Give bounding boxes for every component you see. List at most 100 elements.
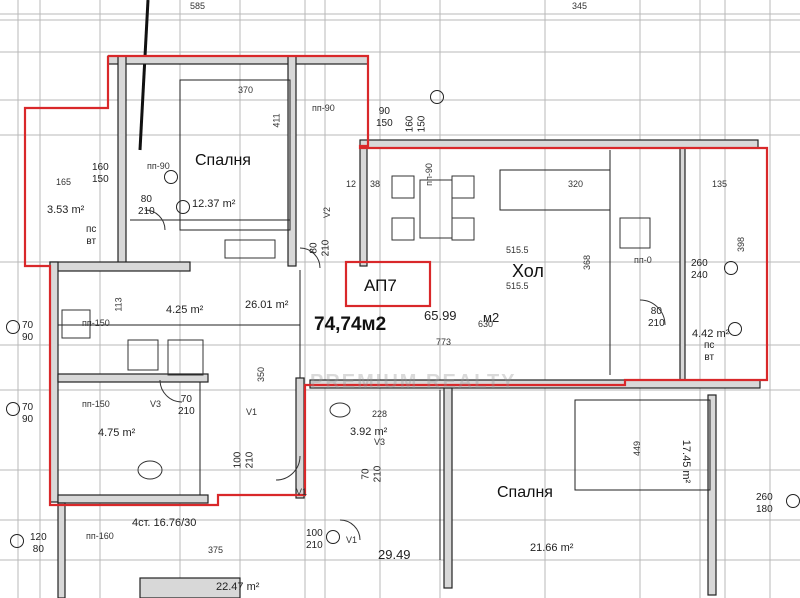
note-vt: вт xyxy=(86,236,97,247)
apartment-living-area: 65.99 xyxy=(424,308,457,323)
room-name-bedroom-top: Спалня xyxy=(195,152,251,169)
dim-630: 630 xyxy=(478,319,494,329)
door-swings xyxy=(144,209,666,541)
furniture xyxy=(61,175,651,480)
opening-height: 210 xyxy=(138,206,155,217)
dim-449: 449 xyxy=(632,440,643,457)
reference-circle xyxy=(786,494,800,508)
reference-circle xyxy=(724,261,738,275)
note-pc: пс xyxy=(704,340,715,351)
opening-height: 210 xyxy=(306,540,323,551)
note-vt: вт xyxy=(704,352,715,363)
note-pp150-a: пп-150 xyxy=(82,318,110,328)
reference-circle xyxy=(6,402,20,416)
opening-width: 80 xyxy=(140,194,152,205)
mark-v2: V2 xyxy=(322,206,333,219)
reference-circle xyxy=(326,530,340,544)
opening-height: 240 xyxy=(691,270,708,281)
area-bath: 4.75 m² xyxy=(98,427,136,439)
dim-345: 345 xyxy=(572,1,588,11)
dim-320: 320 xyxy=(568,179,584,189)
area-terrace-right: 4.42 m² xyxy=(692,328,730,340)
opening-height: 210 xyxy=(372,465,384,483)
mark-v1c: V1 xyxy=(346,535,358,545)
opening-height: 80 xyxy=(32,544,44,555)
opening-width: 160 xyxy=(404,115,416,133)
opening-width: 90 xyxy=(378,106,390,117)
note-pp90-b: пп-90 xyxy=(312,103,335,113)
note-pp90-a: пп-90 xyxy=(147,161,170,171)
dim-411: 411 xyxy=(271,113,282,128)
leader-line xyxy=(138,0,150,151)
opening-height: 90 xyxy=(22,414,34,425)
dim-350: 350 xyxy=(256,366,267,383)
mark-v3a: V3 xyxy=(150,399,162,409)
opening-width: 100 xyxy=(306,528,323,539)
area-other-room: 22.47 m² xyxy=(216,581,260,593)
dim-515-b: 515.5 xyxy=(506,281,529,291)
opening-height: 210 xyxy=(244,451,256,469)
reference-circle xyxy=(164,170,178,184)
opening-width: 260 xyxy=(691,258,708,269)
opening-height: 210 xyxy=(320,239,332,257)
opening-width: 80 xyxy=(308,242,320,254)
room-name-living: Хол xyxy=(512,261,544,281)
opening-width: 70 xyxy=(22,402,34,413)
reference-circle xyxy=(728,322,742,336)
area-other-bedroom: 21.66 m² xyxy=(530,542,574,554)
opening-width: 80 xyxy=(650,306,662,317)
opening-height: 210 xyxy=(178,406,195,417)
dim-773: 773 xyxy=(436,337,452,347)
note-pp0: пп-0 xyxy=(634,255,652,265)
reference-circle xyxy=(6,320,20,334)
dim-12: 12 xyxy=(346,179,357,189)
watermark: PREMIUM REALTY xyxy=(310,371,517,393)
apartment-living-unit: м2 xyxy=(483,310,500,325)
apartment-label: АП7 xyxy=(364,276,397,295)
area-bedroom-top: 12.37 m² xyxy=(192,198,236,210)
reference-circle xyxy=(176,200,190,214)
opening-width: 260 xyxy=(756,492,773,503)
room-name-bedroom-bottom: Спалня xyxy=(497,484,553,501)
dim-135: 135 xyxy=(712,179,728,189)
opening-width: 70 xyxy=(180,394,192,405)
opening-width: 70 xyxy=(360,468,372,480)
partitions xyxy=(58,79,711,560)
area-other-num: 29.49 xyxy=(378,547,411,562)
reference-circle xyxy=(430,90,444,104)
opening-width: 100 xyxy=(232,451,244,469)
dim-515-a: 515.5 xyxy=(506,245,529,255)
area-kitchen: 4.25 m² xyxy=(166,304,204,316)
note-pp160: пп-160 xyxy=(86,531,114,541)
floor-note: 4ст. 16.76/30 xyxy=(132,517,197,529)
dim-585: 585 xyxy=(190,1,206,11)
dim-38: 38 xyxy=(370,179,381,189)
note-pp90-c: пп-90 xyxy=(423,163,434,186)
mark-v1b: V1 xyxy=(296,487,308,497)
highlight-outline xyxy=(23,54,769,507)
opening-height: 150 xyxy=(376,118,393,129)
opening-height: 150 xyxy=(92,174,109,185)
mark-v3b: V3 xyxy=(374,437,386,447)
area-terrace-left: 3.53 m² xyxy=(47,204,85,216)
dim-113: 113 xyxy=(113,297,124,312)
opening-width: 120 xyxy=(30,532,47,543)
area-bedroom-bottom: 17.45 m² xyxy=(680,439,693,484)
